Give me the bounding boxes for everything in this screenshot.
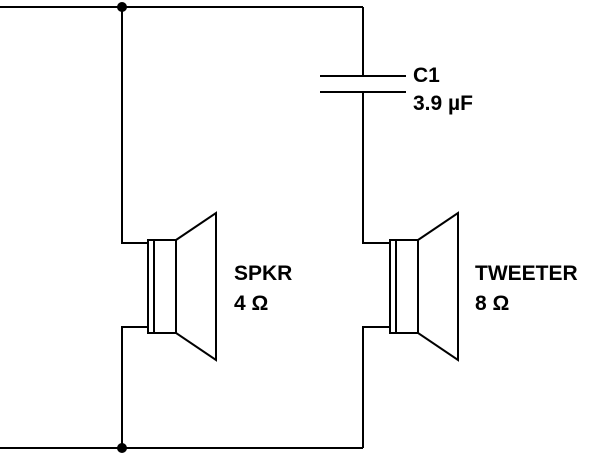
speaker-value-label: 4 Ω <box>234 292 268 315</box>
speaker-cone <box>175 211 217 362</box>
capacitor-symbol <box>320 75 406 93</box>
tweeter-upper-wire <box>362 92 390 244</box>
speaker-upper-wire <box>121 7 148 244</box>
speaker-ref-label: SPKR <box>234 262 292 285</box>
tweeter-symbol <box>389 211 459 362</box>
speaker-symbol <box>147 211 217 362</box>
speaker-magnet <box>147 239 177 334</box>
tweeter-value-label: 8 Ω <box>475 292 509 315</box>
capacitor-ref-label: C1 <box>413 64 440 87</box>
tweeter-magnet <box>389 239 419 334</box>
speaker-lower-wire <box>121 326 148 448</box>
capacitor-value-label: 3.9 µF <box>413 92 473 115</box>
tweeter-lower-wire <box>362 326 390 448</box>
tweeter-ref-label: TWEETER <box>475 262 578 285</box>
tweeter-cone <box>417 211 459 362</box>
